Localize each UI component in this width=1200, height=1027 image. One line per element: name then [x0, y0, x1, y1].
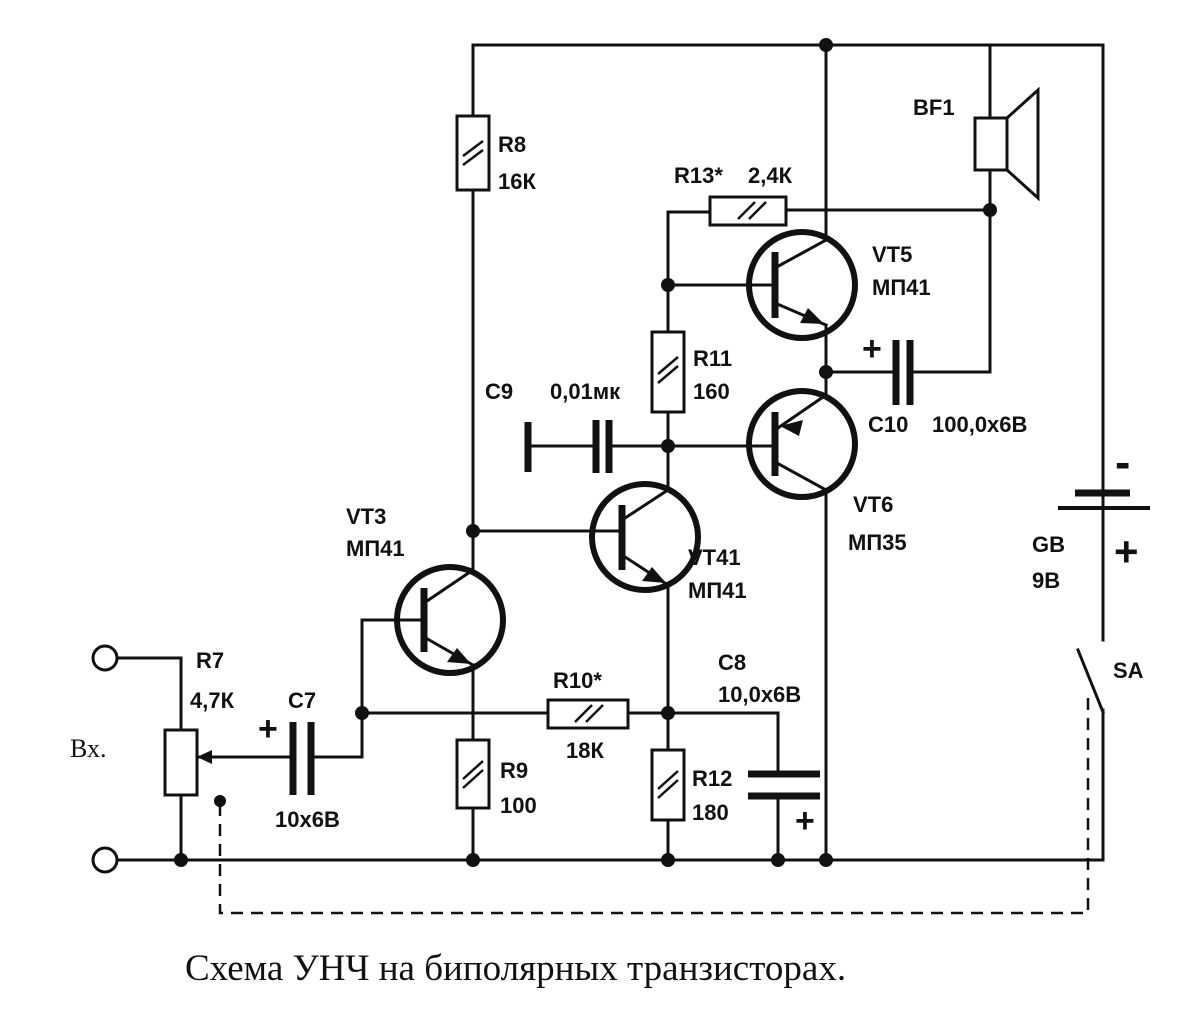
- transistor-vt3: [394, 564, 506, 676]
- transistor-vt5: [746, 229, 858, 341]
- resistor-r7: [163, 728, 199, 797]
- transistor-vt4: [589, 481, 701, 593]
- vt5-ref: VT5: [872, 242, 912, 267]
- r13-value: 2,4К: [748, 163, 793, 188]
- c10-value: 100,0х6В: [932, 412, 1027, 437]
- r7-ref: R7: [196, 648, 224, 673]
- c7-ref: C7: [288, 688, 316, 713]
- r8-ref: R8: [498, 132, 526, 157]
- gb-value: 9В: [1032, 568, 1060, 593]
- gb-plus-sign: +: [1114, 528, 1139, 575]
- input-terminal-bottom[interactable]: [91, 846, 119, 874]
- r11-value: 160: [693, 379, 730, 404]
- resistor-r11: [650, 330, 686, 414]
- bf1-ref: BF1: [913, 95, 955, 120]
- switch-sa: [218, 648, 1105, 915]
- sa-ref: SA: [1113, 658, 1144, 683]
- gb-minus-sign: -: [1115, 436, 1130, 488]
- vt6-ref: VT6: [853, 492, 893, 517]
- capacitor-c9: [524, 420, 613, 473]
- c8-ref: C8: [718, 650, 746, 675]
- vt4-ref: VT41: [688, 545, 741, 570]
- vt5-type: МП41: [872, 275, 931, 300]
- input-label: Вх.: [70, 734, 107, 763]
- input-terminal-top[interactable]: [91, 644, 119, 672]
- c9-value: 0,01мк: [550, 379, 621, 404]
- battery-gb: [1058, 43, 1150, 510]
- r7-value: 4,7К: [190, 688, 235, 713]
- c7-plus-sign: +: [258, 710, 278, 748]
- wires: [117, 43, 1105, 862]
- r13-ref: R13*: [674, 163, 723, 188]
- junction-dots: [174, 38, 997, 867]
- r11-ref: R11: [693, 346, 732, 371]
- r10-value: 18К: [566, 738, 604, 763]
- caption: Схема УНЧ на биполярных транзисторах.: [185, 948, 846, 989]
- r12-value: 180: [692, 800, 729, 825]
- r9-ref: R9: [500, 758, 528, 783]
- r10-ref: R10*: [553, 668, 602, 693]
- speaker-bf1-icon: [973, 86, 1040, 202]
- resistor-r8: [455, 114, 491, 192]
- c7-value: 10х6В: [275, 807, 340, 832]
- resistor-r10: [546, 698, 630, 730]
- c9-ref: C9: [485, 379, 513, 404]
- r7-wiper-arrow-icon: [195, 750, 217, 764]
- vt3-ref: VT3: [346, 504, 386, 529]
- vt3-type: МП41: [346, 536, 405, 561]
- capacitor-c7: [289, 722, 315, 795]
- gb-ref: GB: [1032, 532, 1065, 557]
- c8-plus-sign: +: [795, 802, 815, 840]
- c8-value: 10,0х6В: [718, 682, 801, 707]
- capacitor-c8: [748, 770, 820, 800]
- resistor-r13: [708, 195, 788, 227]
- c10-plus-sign: +: [862, 330, 882, 368]
- r9-value: 100: [500, 793, 537, 818]
- capacitor-c10: [892, 340, 914, 405]
- resistor-r12: [650, 748, 686, 822]
- resistor-r9: [455, 738, 491, 810]
- transistor-vt6: [746, 388, 858, 500]
- r8-value: 16К: [498, 169, 536, 194]
- vt6-type: МП35: [848, 530, 907, 555]
- vt4-type: МП41: [688, 578, 747, 603]
- r12-ref: R12: [692, 766, 732, 791]
- c10-ref: C10: [868, 412, 908, 437]
